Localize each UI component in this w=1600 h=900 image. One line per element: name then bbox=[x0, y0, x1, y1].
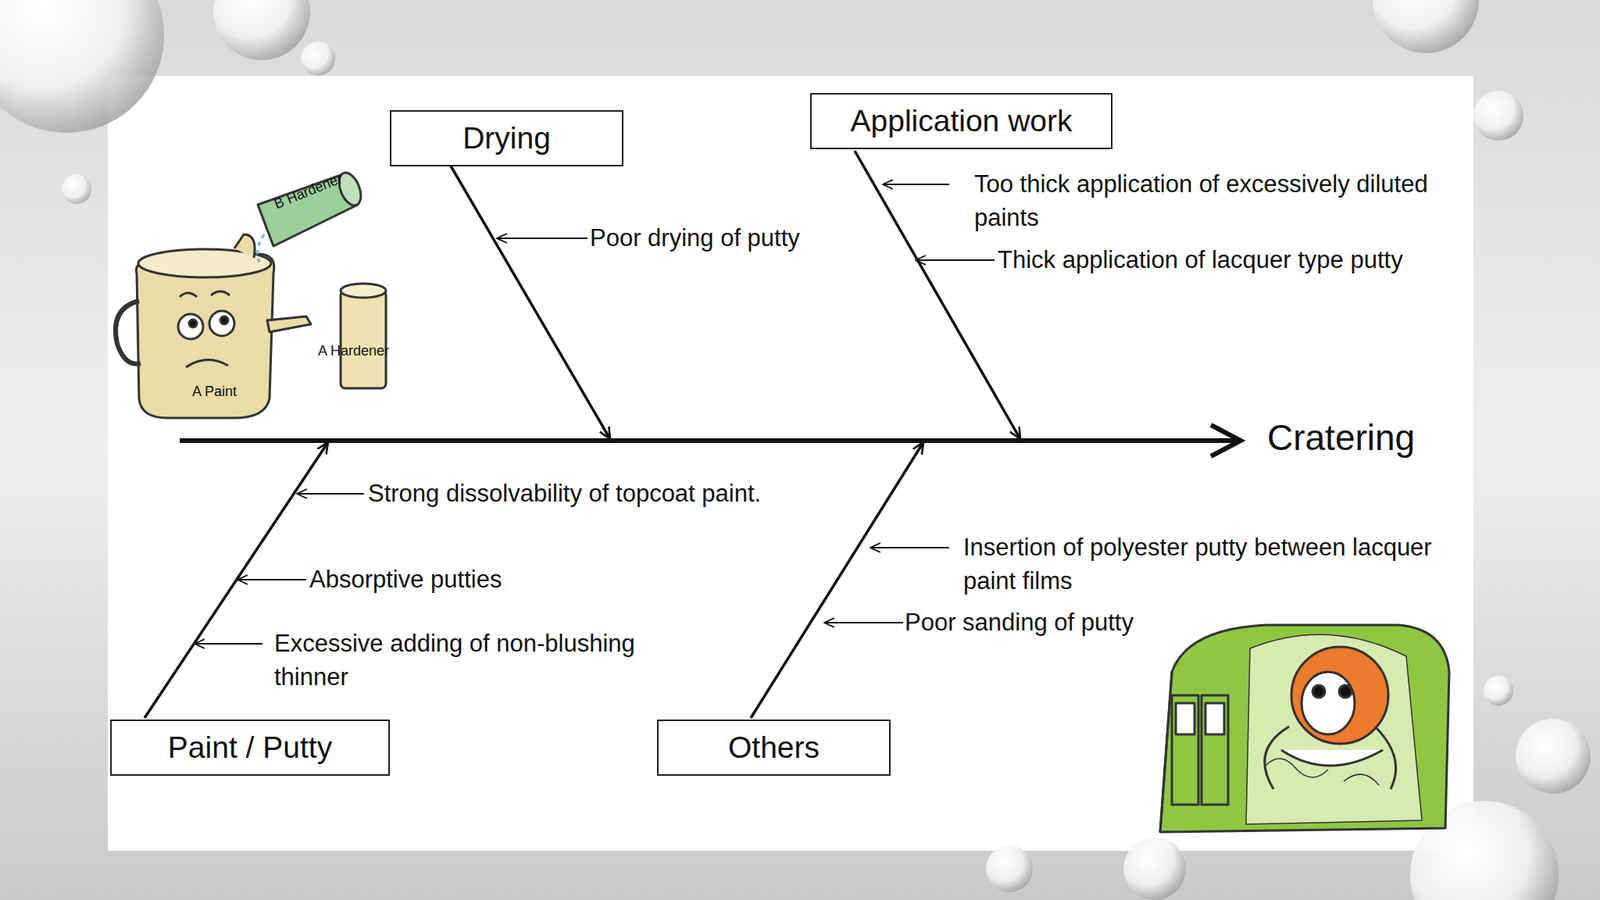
cause-text: Poor drying of putty bbox=[589, 221, 800, 256]
category-box: Others bbox=[657, 719, 891, 776]
cause-text: Strong dissolvability of topcoat paint. bbox=[367, 477, 761, 511]
category-box: Drying bbox=[389, 110, 624, 167]
cause-text: Insertion of polyester putty between lac… bbox=[963, 531, 1479, 599]
category-title: Drying bbox=[462, 121, 551, 156]
category-box: Application work bbox=[810, 92, 1113, 150]
train-cartoon bbox=[1160, 625, 1450, 833]
fishbone-spine bbox=[179, 425, 1241, 457]
cause-text: Too thick application of excessively dil… bbox=[974, 167, 1483, 236]
cause-text: Excessive adding of non-blushing thinner bbox=[274, 627, 673, 695]
category-box: Paint / Putty bbox=[110, 719, 390, 776]
cause-text: Thick application of lacquer type putty bbox=[997, 243, 1404, 278]
cause-leaders bbox=[194, 184, 995, 644]
paint-jug-cartoon bbox=[115, 169, 386, 418]
illustration-label: A Hardener bbox=[317, 342, 390, 360]
effect-label: Cratering bbox=[1267, 417, 1415, 459]
illustration-label: A Paint bbox=[192, 383, 237, 400]
category-bones bbox=[144, 150, 1021, 718]
category-title: Others bbox=[728, 730, 820, 765]
category-title: Paint / Putty bbox=[167, 730, 333, 765]
category-title: Application work bbox=[850, 103, 1073, 139]
cause-text: Poor sanding of putty bbox=[904, 606, 1134, 640]
cause-text: Absorptive putties bbox=[309, 563, 502, 597]
